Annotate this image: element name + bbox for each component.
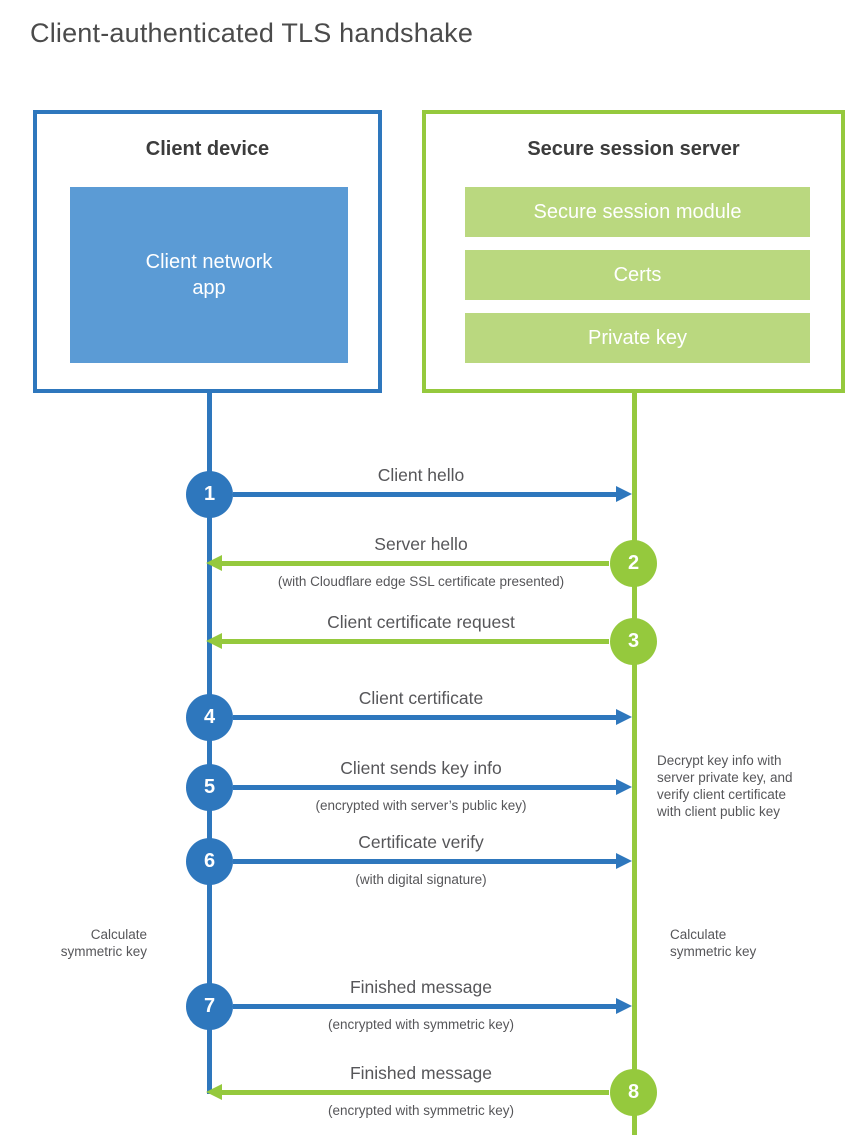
client-device-title: Client device: [145, 138, 270, 160]
secure-session-server-box: Secure session server Secure session mod…: [422, 110, 845, 393]
step-1-marker: 1: [186, 471, 233, 518]
secure-session-server-title: Secure session server: [527, 138, 740, 160]
step-2-label: Server hello: [374, 534, 468, 554]
step-5-label: Client sends key info: [340, 758, 502, 778]
step-3-marker: 3: [610, 618, 657, 665]
step-2-marker: 2: [610, 540, 657, 587]
page-title: Client-authenticated TLS handshake: [30, 18, 474, 48]
step-4-arrow: [233, 715, 617, 720]
arrow-right-icon: [616, 853, 632, 869]
step-8-marker: 8: [610, 1069, 657, 1116]
arrow-left-icon: [206, 1084, 222, 1100]
step-1-label: Client hello: [377, 465, 465, 485]
decrypt-note: Decrypt key info with server private key…: [657, 753, 793, 819]
arrow-right-icon: [616, 779, 632, 795]
step-5-arrow: [233, 785, 617, 790]
client-lifeline: [207, 393, 212, 1094]
step-8-label: Finished message: [349, 1063, 493, 1083]
client-network-app-box: Client network app: [70, 187, 348, 363]
arrow-left-icon: [206, 633, 222, 649]
step-6-marker: 6: [186, 838, 233, 885]
step-2-arrow: [221, 561, 609, 566]
secure-session-module-bar: Secure session module: [465, 187, 810, 237]
step-7-arrow: [233, 1004, 617, 1009]
step-6-sublabel: (with digital signature): [355, 872, 487, 887]
step-2-sublabel: (with Cloudflare edge SSL certificate pr…: [277, 574, 565, 589]
step-7-marker: 7: [186, 983, 233, 1030]
step-1-arrow: [233, 492, 617, 497]
step-7-label: Finished message: [349, 977, 493, 997]
private-key-bar: Private key: [465, 313, 810, 363]
step-5-marker: 5: [186, 764, 233, 811]
step-3-label: Client certificate request: [327, 612, 515, 632]
certs-bar: Certs: [465, 250, 810, 300]
step-4-marker: 4: [186, 694, 233, 741]
arrow-left-icon: [206, 555, 222, 571]
step-4-label: Client certificate: [358, 688, 484, 708]
step-3-arrow: [221, 639, 609, 644]
arrow-right-icon: [616, 709, 632, 725]
arrow-right-icon: [616, 998, 632, 1014]
step-8-arrow: [221, 1090, 609, 1095]
step-5-sublabel: (encrypted with server’s public key): [315, 798, 527, 813]
step-8-sublabel: (encrypted with symmetric key): [327, 1103, 515, 1118]
arrow-right-icon: [616, 486, 632, 502]
step-6-label: Certificate verify: [358, 832, 484, 852]
step-7-sublabel: (encrypted with symmetric key): [327, 1017, 515, 1032]
calculate-symmetric-key-server-note: Calculate symmetric key: [670, 927, 757, 959]
step-6-arrow: [233, 859, 617, 864]
client-device-box: Client device Client network app: [33, 110, 382, 393]
server-lifeline: [632, 393, 637, 1135]
calculate-symmetric-key-client-note: Calculate symmetric key: [60, 927, 147, 959]
